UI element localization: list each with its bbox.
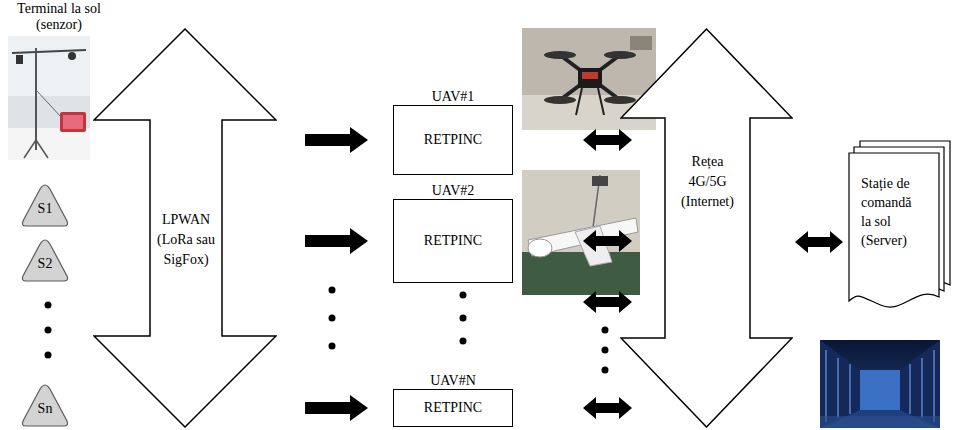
uav-heading: UAV#2 [432, 183, 475, 199]
text-holder: S2 [20, 255, 70, 273]
heading-holder: UAV#1 [393, 88, 513, 105]
network-label: Rețea 4G/5G (Internet) [675, 152, 741, 212]
document-shape: Stație de comandă la sol (Server) [848, 140, 951, 310]
network-label: (LoRa sau SigFox) [152, 230, 220, 270]
text-holder: Sn [20, 400, 70, 418]
process-box: RETPINC [393, 199, 513, 283]
process-box: RETPINC [393, 105, 513, 175]
arrow-outline [621, 29, 792, 427]
double-arrow-shape: LPWAN(LoRa sau SigFox) [93, 28, 277, 428]
sensor-node: Sn [20, 383, 70, 428]
double-arrow-connector [583, 230, 632, 252]
network-label: LPWAN [152, 210, 220, 230]
server-room-photo [820, 340, 940, 428]
uav-node: UAV#1RETPINC [393, 88, 513, 175]
double-arrow-outline [93, 28, 277, 428]
double-arrow-shape: Rețea 4G/5G (Internet) [620, 28, 793, 428]
box-label: RETPINC [424, 130, 482, 150]
uav-heading: UAV#N [430, 373, 476, 389]
double-arrow-outline [620, 28, 793, 428]
annotation-label: Terminal la sol (senzor) [6, 1, 112, 33]
block-arrow-connector [305, 127, 368, 153]
uav-node: UAV#N RETPINC [393, 372, 513, 427]
server-label: Stație de comandă la sol (Server) [861, 174, 923, 250]
sensor-node: S1 [20, 183, 70, 228]
block-arrow-connector [305, 395, 368, 421]
double-arrow-connector [583, 129, 632, 151]
sensor-label: Sn [20, 400, 70, 418]
sensor-label: S1 [20, 200, 70, 218]
uav-node: UAV#2RETPINC [393, 182, 513, 283]
text-holder: Rețea 4G/5G (Internet) [665, 152, 750, 212]
box-label: RETPINC [424, 398, 482, 418]
sensor-node: S2 [20, 238, 70, 283]
heading-holder: UAV#N [393, 372, 513, 389]
uav-heading: UAV#1 [432, 89, 475, 105]
sensor-label: S2 [20, 255, 70, 273]
box-label: RETPINC [424, 231, 482, 251]
arrow-outline [94, 29, 276, 427]
sensor-photo [8, 36, 90, 160]
double-arrow-connector [795, 231, 843, 253]
double-arrow [583, 291, 632, 313]
process-box: RETPINC [393, 389, 513, 427]
document-page [849, 153, 939, 307]
text-holder: Stație de comandă la sol (Server) [861, 174, 923, 250]
text-holder: LPWAN(LoRa sau SigFox) [150, 210, 222, 270]
heading-holder: UAV#2 [393, 182, 513, 199]
block-arrow-connector [305, 228, 368, 254]
fixed-wing-photo [522, 170, 640, 295]
text-holder: S1 [20, 200, 70, 218]
double-arrow-connector [583, 397, 632, 419]
